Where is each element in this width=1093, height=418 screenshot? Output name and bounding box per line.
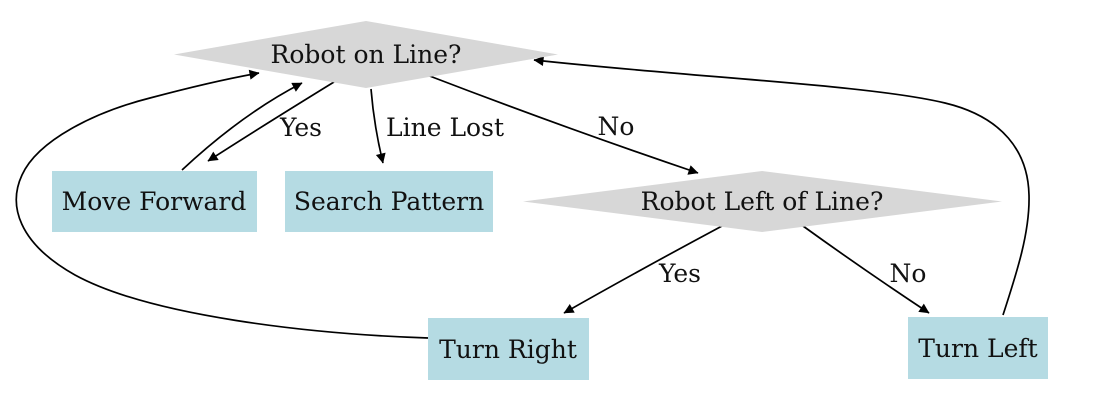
decision-robot-on-line: Robot on Line? (174, 21, 558, 88)
process-turn-left-shape (908, 317, 1048, 379)
edge-label-yes-top: Yes (279, 113, 322, 142)
edge-move-forward-to-robot-on-line (181, 82, 303, 171)
edge-robot-on-line-to-search-pattern (370, 88, 386, 164)
edge-robot-on-line-to-robot-left-of-line (426, 74, 699, 175)
edge-label-no-bottom: No (890, 259, 927, 288)
edge-turn-right-to-robot-on-line (15, 69, 429, 339)
process-move-forward-shape (52, 171, 257, 232)
edge-label-line-lost: Line Lost (386, 113, 504, 142)
decision-robot-on-line-label: Robot on Line? (271, 40, 462, 69)
decision-robot-left-of-line: Robot Left of Line? (523, 171, 1002, 232)
edge-label-yes-bottom: Yes (658, 259, 701, 288)
process-turn-right-shape (428, 318, 589, 380)
edge-robot-left-of-line-to-turn-left (802, 225, 930, 314)
process-search-pattern: Search Pattern (285, 171, 493, 232)
process-move-forward: Move Forward (52, 171, 257, 232)
process-move-forward-label: Move Forward (62, 187, 247, 216)
process-search-pattern-label: Search Pattern (294, 187, 484, 216)
edge-robot-on-line-to-move-forward (207, 81, 335, 162)
edge-robot-left-of-line-to-turn-right (563, 225, 723, 314)
process-turn-right-label: Turn Right (439, 335, 577, 364)
decision-robot-on-line-shape (174, 21, 558, 88)
edge-label-no-top: No (598, 112, 635, 141)
process-turn-left-label: Turn Left (918, 334, 1037, 363)
decision-robot-left-of-line-label: Robot Left of Line? (641, 187, 884, 216)
edge-turn-left-to-robot-on-line (533, 56, 1030, 316)
process-turn-left: Turn Left (908, 317, 1048, 379)
process-turn-right: Turn Right (428, 318, 589, 380)
process-search-pattern-shape (285, 171, 493, 232)
decision-robot-left-of-line-shape (523, 171, 1002, 232)
